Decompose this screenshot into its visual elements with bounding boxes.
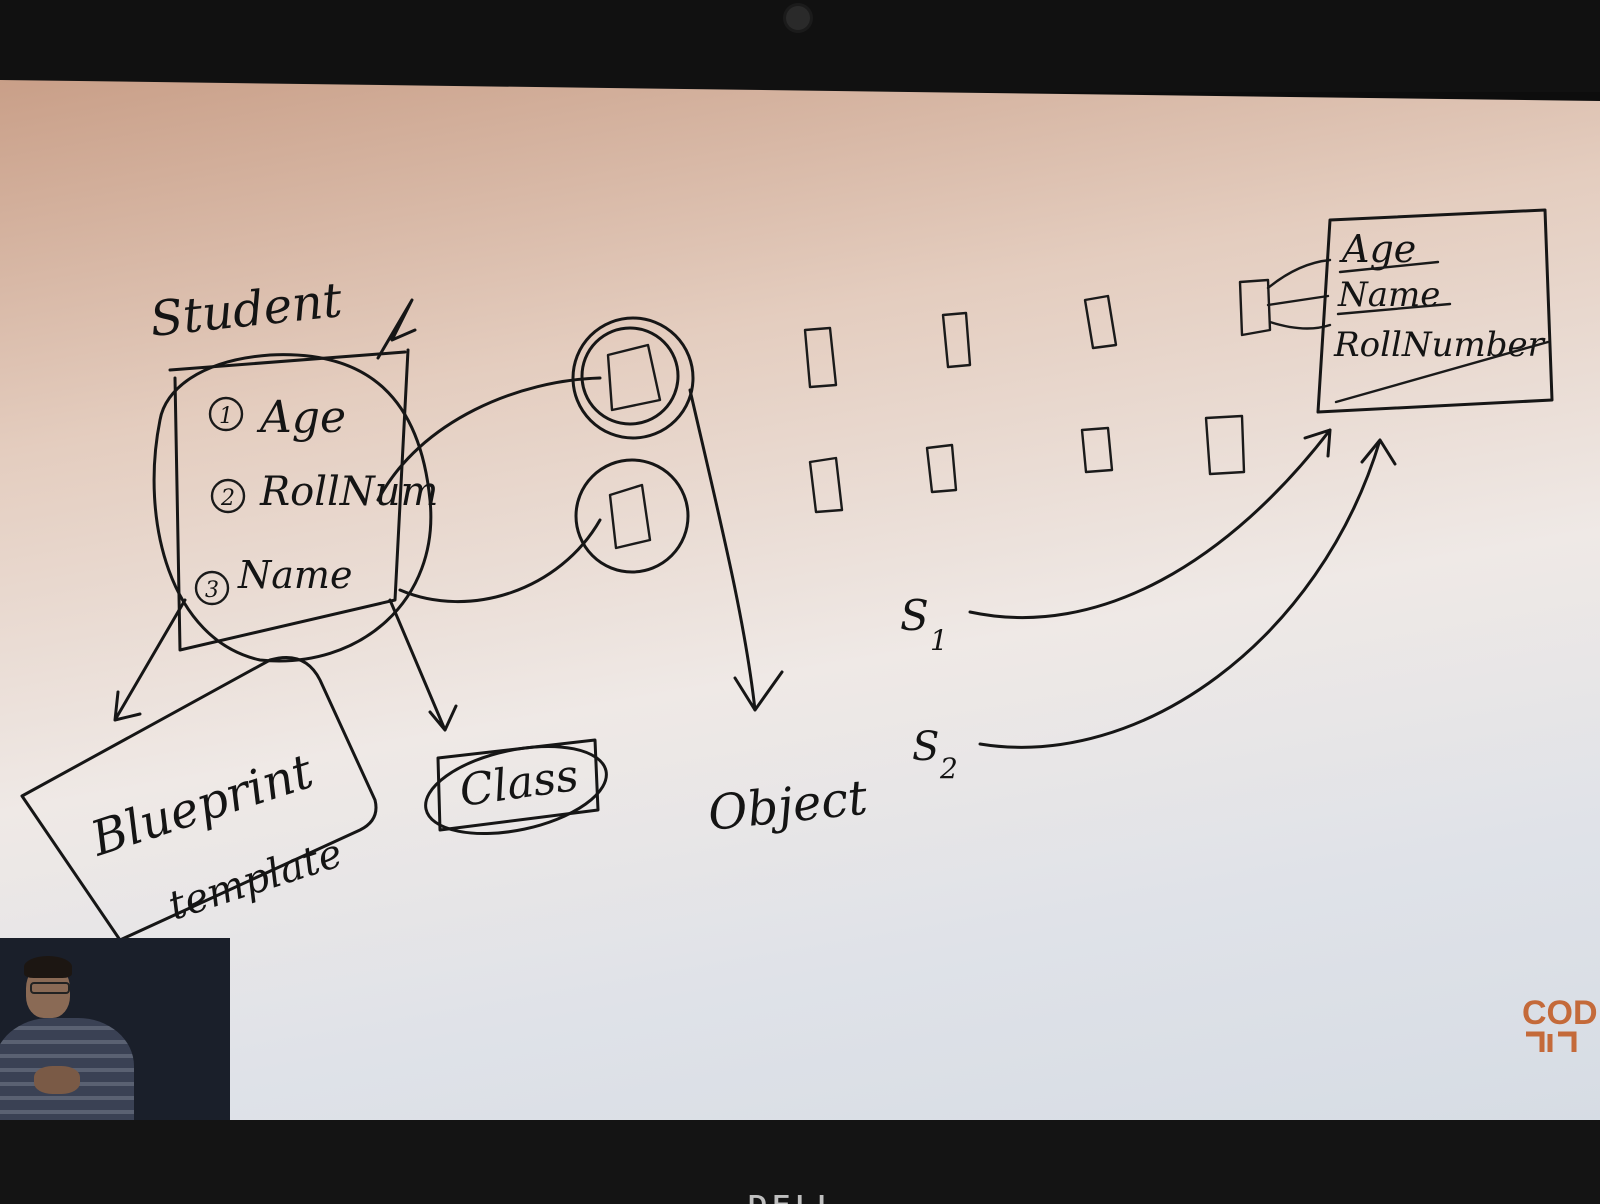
- object-mini-6: [925, 443, 958, 494]
- object-square-2: [608, 483, 652, 550]
- fields-box: [173, 348, 410, 652]
- object-mini-4: [1238, 278, 1272, 337]
- ref-s2-sub: 2: [939, 752, 958, 785]
- ref-s2: S: [912, 724, 939, 770]
- object-mini-8: [1204, 414, 1246, 476]
- blueprint-box: [20, 656, 378, 942]
- pencil-mark: [376, 298, 417, 360]
- object-circle-1: [571, 316, 695, 440]
- arrow-to-blueprint: [113, 598, 187, 722]
- brand-logo-text: COD: [1522, 994, 1598, 1032]
- class-circle: [424, 744, 608, 836]
- object-label: Object: [705, 769, 870, 841]
- field-name: Name: [237, 553, 352, 597]
- ref-s1: S: [900, 591, 929, 640]
- brand-logo: COD: [1522, 994, 1598, 1052]
- laptop-brand: DELL: [748, 1189, 840, 1204]
- instructor-hands: [34, 1066, 80, 1094]
- curve-field-to-object-1: [376, 376, 602, 502]
- object-circle-2: [574, 458, 690, 574]
- arrow-s2-to-object: [978, 438, 1397, 749]
- object-field-rollnumber-underline: [1334, 340, 1550, 404]
- instructor-glasses: [30, 982, 70, 994]
- instructor-video: [0, 938, 230, 1130]
- field-num-circle-3: [194, 570, 230, 606]
- field-num-circle-1: [208, 396, 244, 432]
- webcam: [786, 6, 810, 30]
- template-label: template: [163, 830, 348, 929]
- object-field-name-underline: [1336, 302, 1452, 316]
- object-field-age-underline: [1338, 260, 1440, 274]
- field-num-1: 1: [219, 404, 233, 429]
- ref-s1-sub: 1: [930, 624, 948, 657]
- object-circle-1-inner: [580, 326, 680, 426]
- object-mini-1: [803, 326, 838, 389]
- field-num-3: 3: [205, 578, 219, 603]
- object-square-1: [606, 343, 662, 412]
- field-rollnum: RollNum: [259, 469, 438, 515]
- object-mini-3: [1083, 294, 1118, 350]
- class-title: Student: [147, 272, 345, 348]
- object-field-age: Age: [1339, 227, 1416, 271]
- object-field-rollnumber: RollNumber: [1333, 325, 1546, 365]
- field-num-2: 2: [220, 486, 235, 511]
- instructor-hair: [24, 956, 72, 978]
- arrow-s1-to-object: [968, 428, 1332, 620]
- object-fields-box: [1316, 208, 1554, 414]
- lecture-screen: [0, 80, 1600, 1132]
- mini-object-arrows: [1266, 258, 1332, 330]
- laptop-bezel-bottom: [0, 1120, 1600, 1204]
- brand-logo-mark: [1526, 1031, 1577, 1052]
- arrow-to-object-label: [688, 388, 784, 712]
- object-mini-7: [1080, 426, 1114, 474]
- object-mini-2: [941, 311, 972, 369]
- field-age: Age: [256, 392, 346, 443]
- object-mini-5: [808, 456, 844, 514]
- field-num-circle-2: [210, 478, 246, 514]
- arrow-to-class: [388, 598, 458, 732]
